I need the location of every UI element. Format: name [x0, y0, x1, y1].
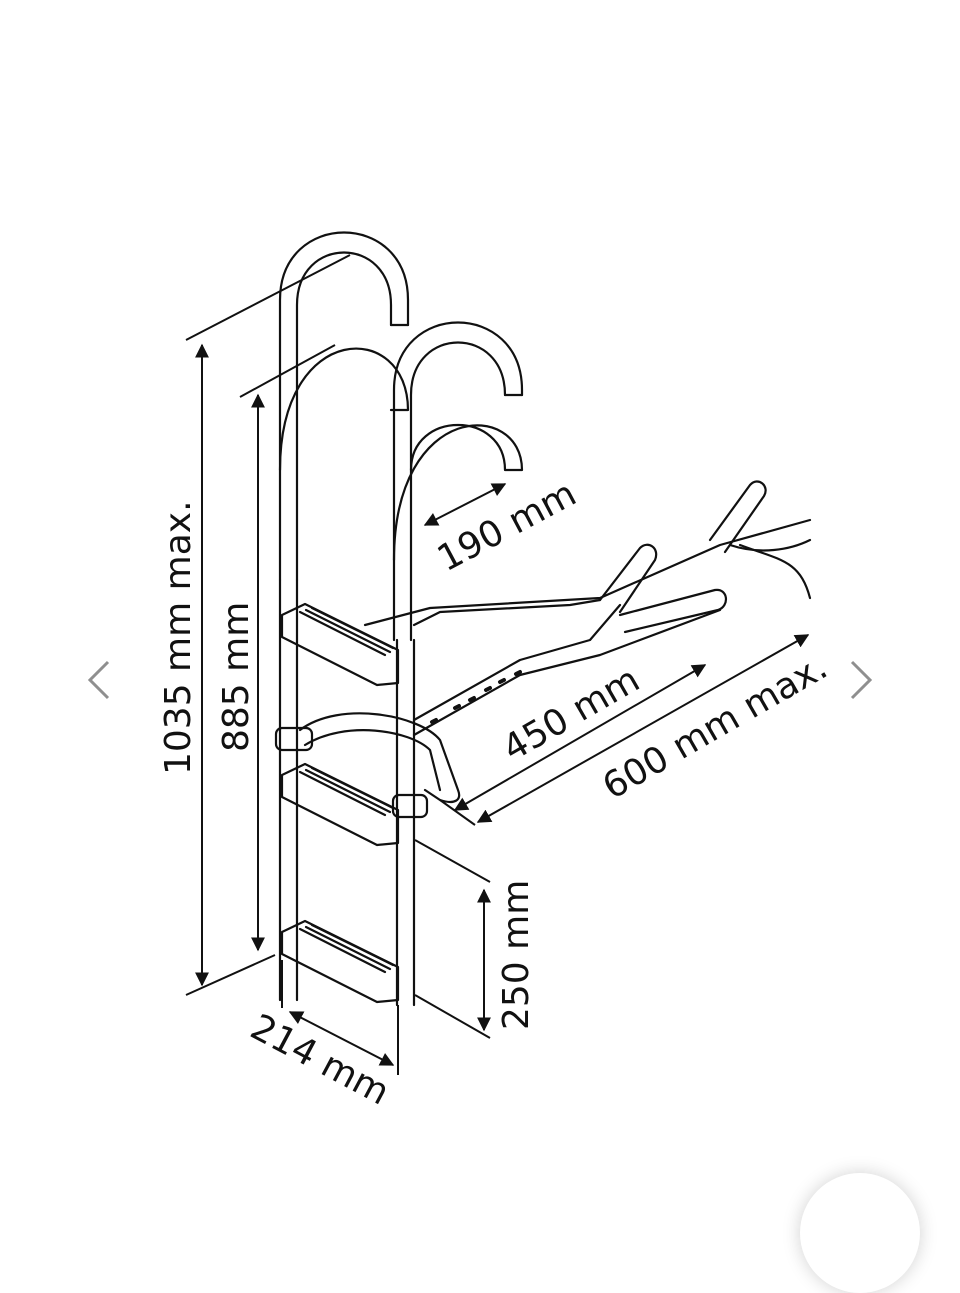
dim-handle-spacing: 190 mm [431, 473, 583, 580]
collar-right [391, 793, 429, 819]
chevron-left-icon [87, 660, 110, 700]
dim-total-height: 1035 mm max. [158, 500, 199, 775]
dim-inner-height: 885 mm [216, 602, 257, 752]
dim-step-width: 214 mm [244, 1007, 396, 1114]
front-arch-outer [392, 321, 524, 642]
floating-action-button[interactable] [800, 1173, 920, 1293]
ladder-drawing: 1035 mm max. 885 mm 190 mm 450 mm 600 mm… [158, 231, 834, 1114]
prev-image-button[interactable] [70, 640, 130, 720]
hook-grip-1 [598, 543, 658, 614]
step-2 [280, 762, 400, 847]
hook-grip-3 [618, 588, 727, 634]
hook-arm-upper-2 [363, 518, 812, 627]
hook-grip-2 [708, 480, 767, 554]
step-3 [280, 919, 400, 1004]
lower-front-arch-outer [392, 424, 524, 562]
standoff-bracket [298, 712, 461, 804]
next-image-button[interactable] [830, 640, 890, 720]
back-arch-outer [278, 231, 410, 582]
front-arch-inner [409, 341, 507, 642]
dim-step-spacing: 250 mm [496, 880, 537, 1030]
lower-back-arch-outer [278, 347, 410, 472]
back-arch-inner [295, 251, 393, 582]
collar-left [274, 726, 314, 752]
image-viewer: 1035 mm max. 885 mm 190 mm 450 mm 600 mm… [70, 231, 890, 1114]
hook-arm-upper [412, 598, 602, 627]
chevron-right-icon [850, 660, 873, 700]
step-1 [280, 602, 400, 687]
